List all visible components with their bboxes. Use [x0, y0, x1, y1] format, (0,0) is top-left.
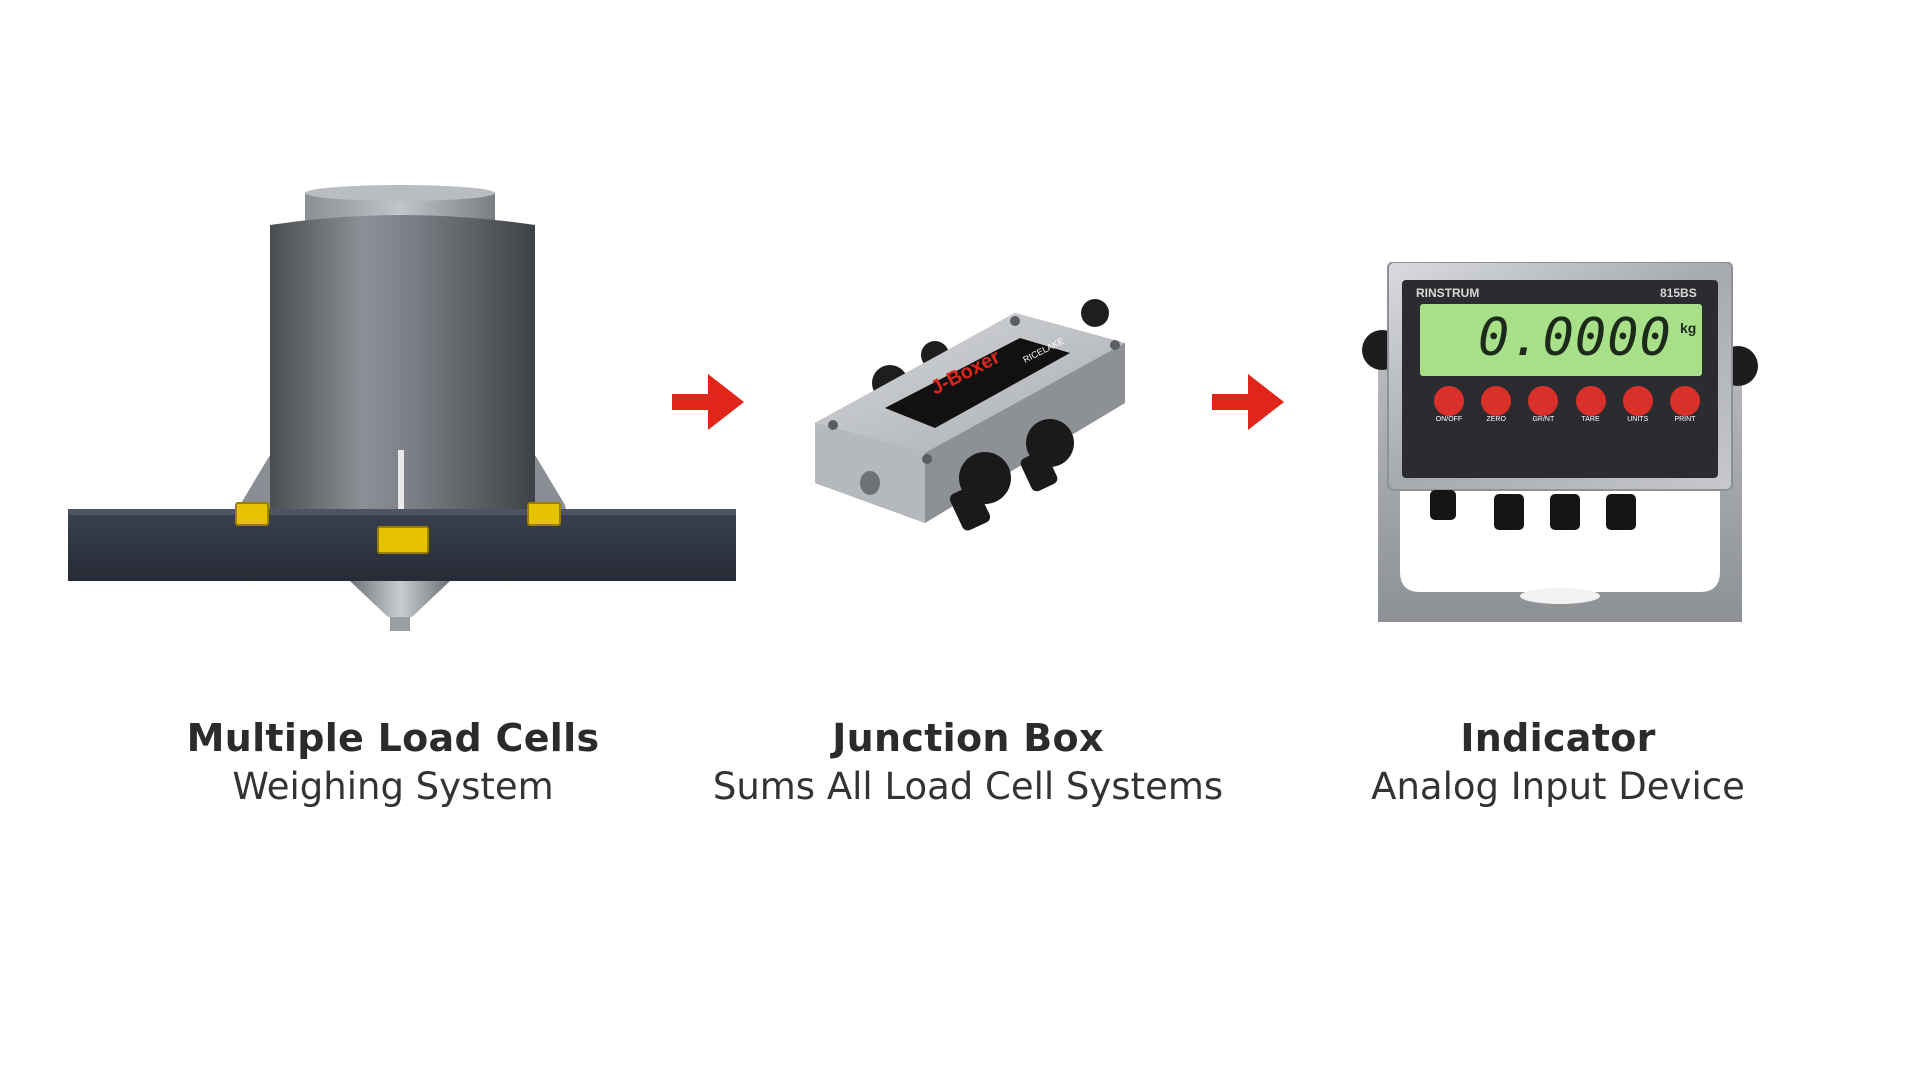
caption-junction-box-subtitle: Sums All Load Cell Systems [712, 765, 1224, 808]
indicator-display-unit: kg [1680, 320, 1697, 336]
flow-arrow-1 [672, 374, 744, 430]
indicator-button-zero[interactable]: ZERO [1479, 386, 1513, 423]
indicator-button-on-off[interactable]: ON/OFF [1432, 386, 1466, 423]
caption-indicator: Indicator Analog Input Device [1278, 714, 1838, 812]
indicator-button-tare[interactable]: TARE [1574, 386, 1608, 423]
caption-junction-box-title: Junction Box [832, 716, 1104, 760]
silo-illustration [68, 185, 736, 631]
indicator-brand: RINSTRUM [1416, 286, 1480, 300]
caption-junction-box: Junction Box Sums All Load Cell Systems [668, 714, 1268, 812]
flow-arrow-2 [1212, 374, 1284, 430]
junction-box-illustration: J-Boxer RICELAKE [815, 299, 1125, 531]
indicator-button-print[interactable]: PRINT [1668, 386, 1702, 423]
caption-indicator-title: Indicator [1460, 716, 1656, 760]
caption-indicator-subtitle: Analog Input Device [1371, 765, 1745, 808]
indicator-button-row: ON/OFF ZERO GR/NT TARE UNITS PRINT [1432, 386, 1702, 423]
caption-load-cells-title: Multiple Load Cells [186, 716, 600, 760]
caption-load-cells: Multiple Load Cells Weighing System [113, 714, 673, 812]
indicator-model: 815BS [1660, 286, 1697, 300]
indicator-illustration: RINSTRUM 815BS 0.0000 kg ON/OFF ZERO GR/… [1360, 262, 1760, 632]
indicator-button-gr-nt[interactable]: GR/NT [1526, 386, 1560, 423]
indicator-display-value: 0.0000 [1478, 308, 1672, 368]
indicator-button-units[interactable]: UNITS [1621, 386, 1655, 423]
caption-load-cells-subtitle: Weighing System [232, 765, 554, 808]
